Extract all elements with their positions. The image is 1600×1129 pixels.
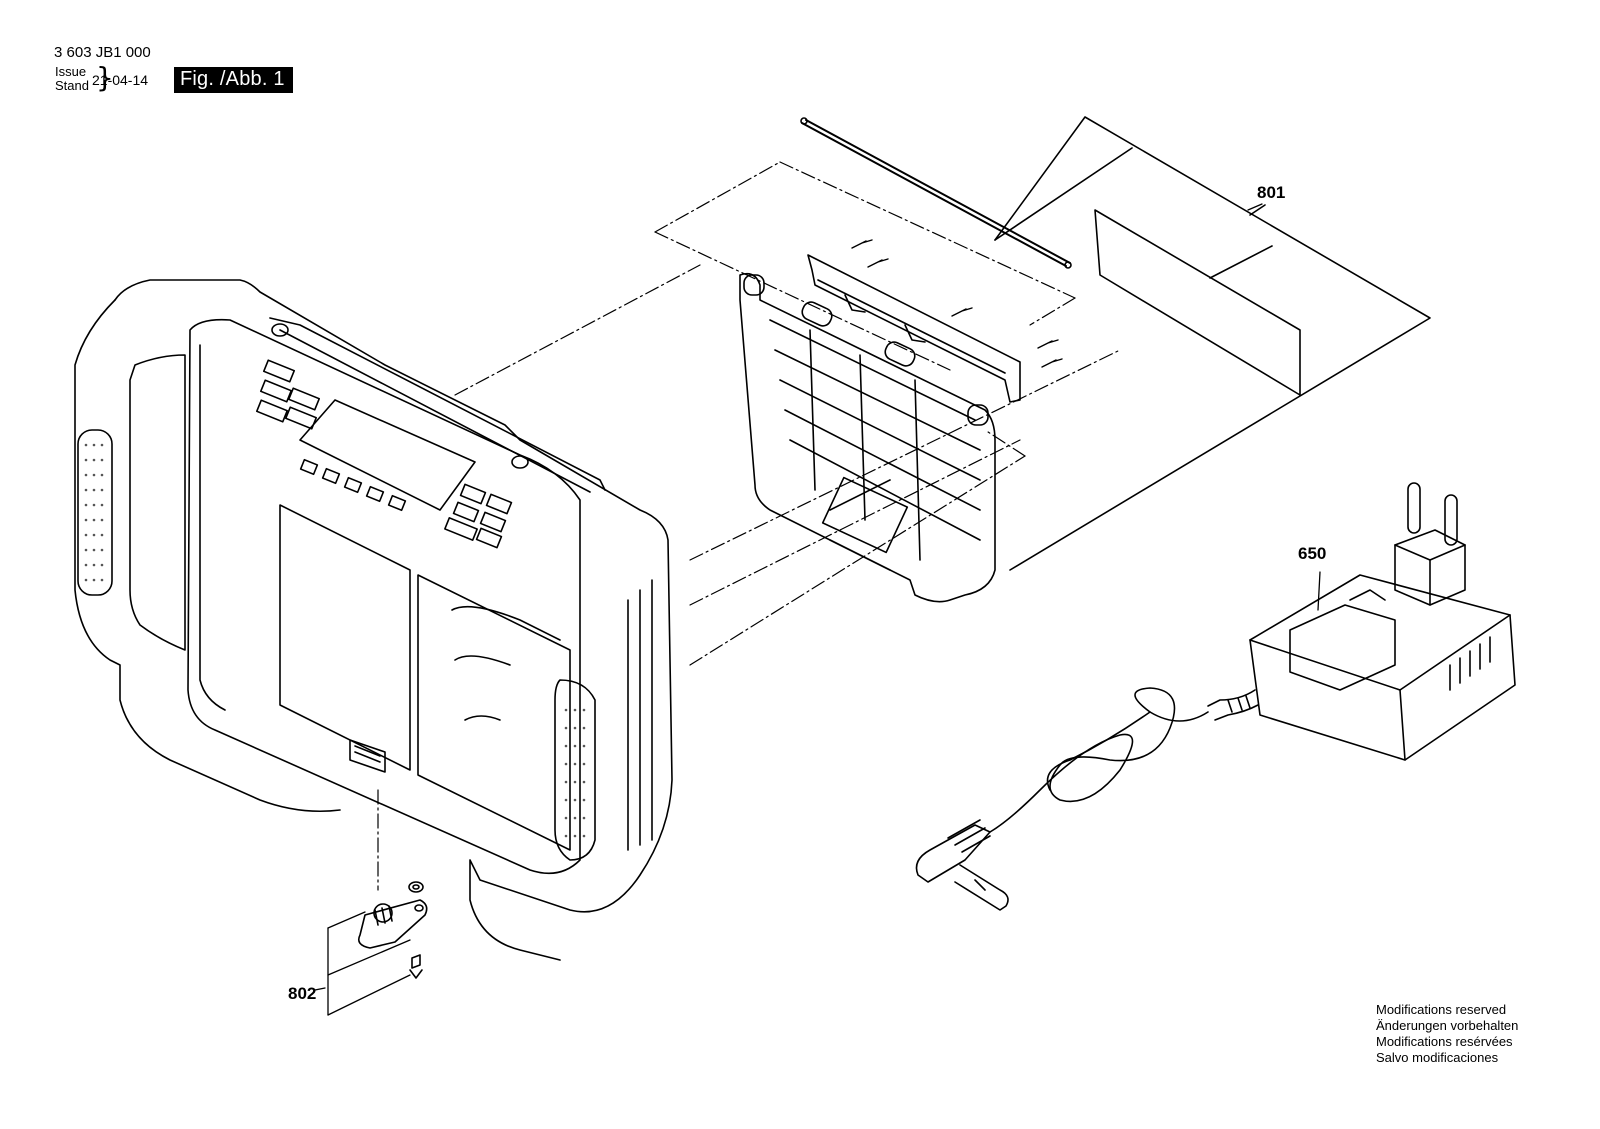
cover-plate (739, 272, 996, 603)
drawing-header: 3 603 JB1 000 Issue Stand } 21-04-14 Fig… (54, 44, 374, 104)
charger (915, 482, 1516, 911)
bracket-plate (807, 254, 1021, 403)
radio-body (74, 279, 673, 961)
callout-801: 801 (1257, 183, 1285, 202)
figure-label: Fig. /Abb. 1 (174, 67, 293, 93)
callout-802: 802 (288, 984, 316, 1003)
callout-650: 650 (1298, 544, 1326, 563)
rod (800, 117, 1072, 269)
screws (851, 239, 1063, 368)
assembly-lines (377, 161, 1121, 891)
notice-line-es: Salvo modificaciones (1376, 1050, 1499, 1065)
issue-labels: Issue Stand (55, 65, 89, 93)
document-number: 3 603 JB1 000 (54, 44, 151, 61)
foot-mount (327, 881, 428, 1016)
stand-label: Stand (55, 78, 89, 93)
issue-label: Issue (55, 64, 87, 79)
brace-icon: } (96, 61, 114, 94)
notice-line-fr: Modifications resérvées (1376, 1034, 1513, 1049)
issue-date: 21-04-14 (92, 72, 149, 88)
leader-lines (314, 203, 1321, 991)
modifications-notice: Modifications reserved Änderungen vorbeh… (1376, 1002, 1518, 1066)
kit-box (994, 116, 1431, 571)
notice-line-de: Änderungen vorbehalten (1376, 1018, 1519, 1033)
right-grip-texture (564, 708, 586, 838)
left-grip-texture (84, 443, 104, 582)
notice-line-en: Modifications reserved (1376, 1002, 1507, 1017)
